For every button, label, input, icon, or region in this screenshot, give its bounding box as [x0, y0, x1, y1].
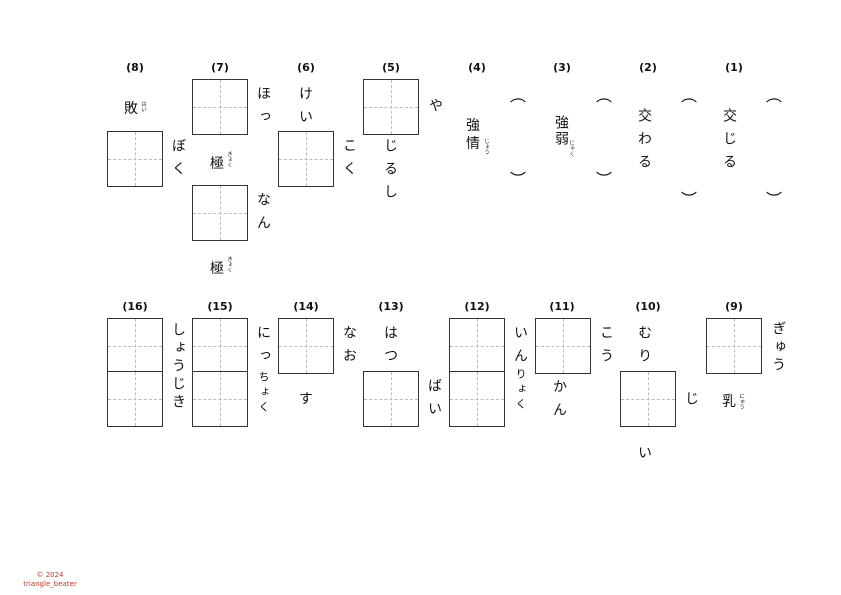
q5-kana-bottom: じるし [382, 138, 398, 207]
q7-kana-bottom: なん [255, 192, 271, 238]
q8-number: (8) [126, 61, 144, 74]
q3-paren-open: ︵ [595, 86, 613, 105]
q15-kana-small: ちょく [257, 371, 270, 416]
q4-paren-close: ︶ [509, 170, 527, 189]
q3-term: 強弱 [551, 115, 571, 147]
q3-number: (3) [553, 61, 571, 74]
q12-answer-box-1[interactable] [449, 318, 505, 374]
q12-kana-top: いん [512, 325, 528, 371]
q14-kana-top: なお [341, 325, 357, 371]
q4-kanji1: 強 [466, 118, 480, 134]
q5-number: (5) [382, 61, 400, 74]
q15-answer-box-2[interactable] [192, 371, 248, 427]
q13-number: (13) [378, 300, 404, 313]
q11-kana-bottom: かん [551, 379, 567, 425]
q7-answer-box-bottom[interactable] [192, 185, 248, 241]
q4-number: (4) [468, 61, 486, 74]
q15-number: (15) [207, 300, 233, 313]
q7-number: (7) [211, 61, 229, 74]
q10-number: (10) [635, 300, 661, 313]
copyright: © 2024 triangle_beater [20, 571, 80, 590]
q3-ruby: じゃく [568, 140, 574, 157]
q6-number: (6) [297, 61, 315, 74]
q3-paren-close: ︶ [595, 170, 613, 189]
q9-answer-box[interactable] [706, 318, 762, 374]
q4-kanji2: 情 [466, 136, 480, 152]
q12-number: (12) [464, 300, 490, 313]
q10-kana-top: むり [636, 325, 652, 371]
q1-text: 交じる [721, 108, 737, 177]
q7-kana-top: ほっ [255, 86, 271, 132]
q9-ruby: にゅう [738, 393, 744, 410]
q4-paren-open: ︵ [509, 86, 527, 105]
copyright-year: © 2024 [36, 571, 64, 579]
q8-kana: ぼく [170, 138, 186, 184]
q8-answer-box[interactable] [107, 131, 163, 187]
q1-paren-open: ︵ [765, 86, 783, 105]
q3-kanji: 強弱 [553, 115, 569, 147]
q10-kana-side: じ [683, 391, 699, 414]
q16-number: (16) [122, 300, 148, 313]
q12-kana-small: りょく [514, 368, 527, 413]
q13-kana-top: はつ [382, 325, 398, 371]
q1-paren-close: ︶ [765, 190, 783, 209]
q5-answer-box[interactable] [363, 79, 419, 135]
q11-kana-top: こう [598, 325, 614, 371]
q16-answer-box-1[interactable] [107, 318, 163, 374]
q7-ruby-bottom: きょく [226, 256, 232, 273]
q1-number: (1) [725, 61, 743, 74]
q6-answer-box[interactable] [278, 131, 334, 187]
q10-answer-box[interactable] [620, 371, 676, 427]
q11-number: (11) [549, 300, 575, 313]
q10-kana-bottom: い [636, 445, 652, 468]
q8-ruby: はい [140, 101, 146, 112]
q2-number: (2) [639, 61, 657, 74]
q7-kanji-bottom: 極 [210, 261, 224, 277]
copyright-author: triangle_beater [23, 580, 77, 589]
q2-paren-close: ︶ [680, 190, 698, 209]
q9-number: (9) [725, 300, 743, 313]
q2-paren-open: ︵ [680, 86, 698, 105]
q7-ruby: きょく [226, 151, 232, 168]
q9-kana: ぎゅう [770, 321, 786, 375]
q5-kana-top: や [427, 98, 443, 121]
q7-kanji: 極 [210, 156, 224, 172]
q16-kana: しょうじき [170, 322, 186, 412]
q12-answer-box-2[interactable] [449, 371, 505, 427]
q16-answer-box-2[interactable] [107, 371, 163, 427]
q14-kana-bottom: す [297, 391, 313, 414]
q15-answer-box-1[interactable] [192, 318, 248, 374]
q4-ruby: じょう [483, 138, 489, 155]
q9-kanji: 乳 [722, 394, 736, 410]
q8-kanji: 敗 [124, 101, 138, 117]
q14-answer-box[interactable] [278, 318, 334, 374]
q13-kana-bottom: ばい [426, 378, 442, 424]
q2-text: 交わる [636, 108, 652, 177]
q15-kana-top: にっ [255, 325, 271, 371]
q14-number: (14) [293, 300, 319, 313]
q6-kana-side: こく [341, 138, 357, 184]
q11-answer-box[interactable] [535, 318, 591, 374]
q6-kana-top: けい [297, 86, 313, 132]
q13-answer-box[interactable] [363, 371, 419, 427]
q7-answer-box-top[interactable] [192, 79, 248, 135]
